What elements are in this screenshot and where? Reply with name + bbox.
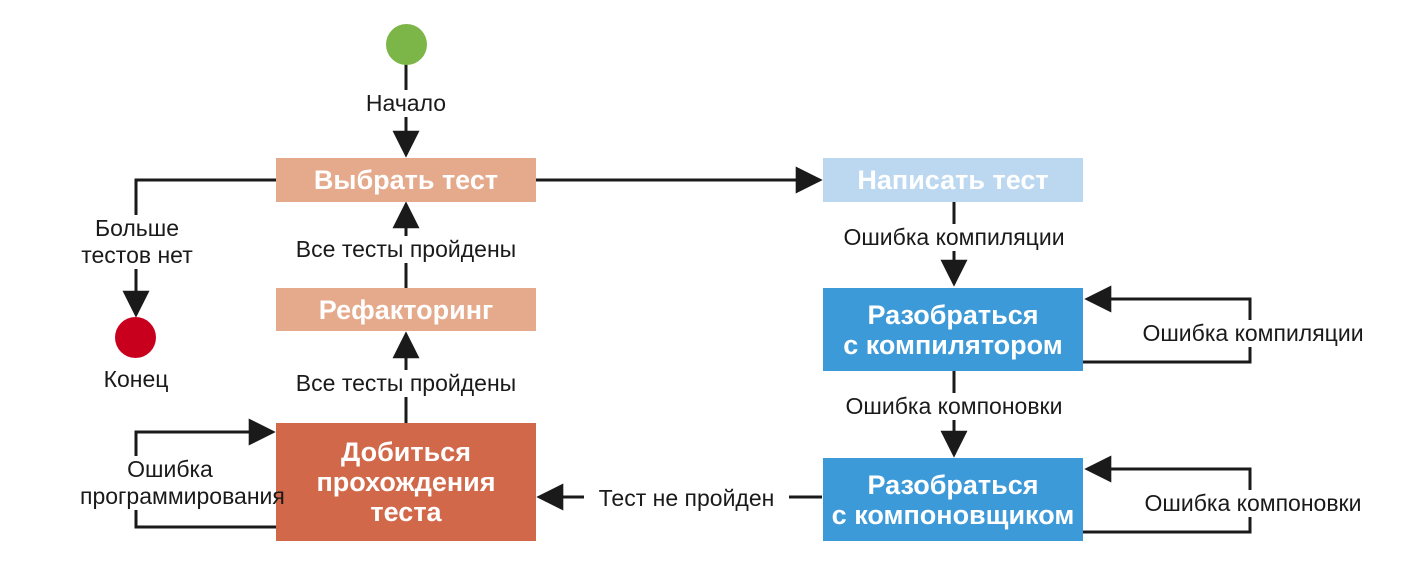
end-node	[115, 317, 156, 358]
fix-compiler-node: Разобраться с компилятором	[823, 288, 1083, 371]
edge-choose-to-end	[122, 178, 276, 318]
refactoring-node: Рефакторинг	[276, 288, 536, 331]
end-label: Конец	[103, 366, 169, 392]
test-failed-label: Тест не пройден	[584, 485, 789, 512]
compile-error-loop-label: Ошибка компиляции	[1126, 320, 1380, 347]
link-error-loop-label: Ошибка компоновки	[1126, 490, 1380, 517]
compile-error-down-label: Ошибка компиляции	[824, 224, 1084, 251]
start-node	[386, 24, 427, 65]
choose-test-node: Выбрать тест	[276, 158, 536, 202]
write-test-node: Написать тест	[823, 158, 1083, 202]
start-label: Начало	[356, 90, 456, 117]
make-test-pass-node: Добиться прохождения теста	[276, 423, 536, 541]
fix-linker-node: Разобраться с компоновщиком	[823, 458, 1083, 541]
programming-error-label: Ошибка программирования	[80, 456, 285, 510]
all-tests-passed-top-label: Все тесты пройдены	[276, 236, 536, 263]
no-more-tests-label: Больше тестов нет	[72, 215, 202, 269]
all-tests-passed-bottom-label: Все тесты пройдены	[276, 370, 536, 397]
link-error-down-label: Ошибка компоновки	[824, 393, 1084, 420]
